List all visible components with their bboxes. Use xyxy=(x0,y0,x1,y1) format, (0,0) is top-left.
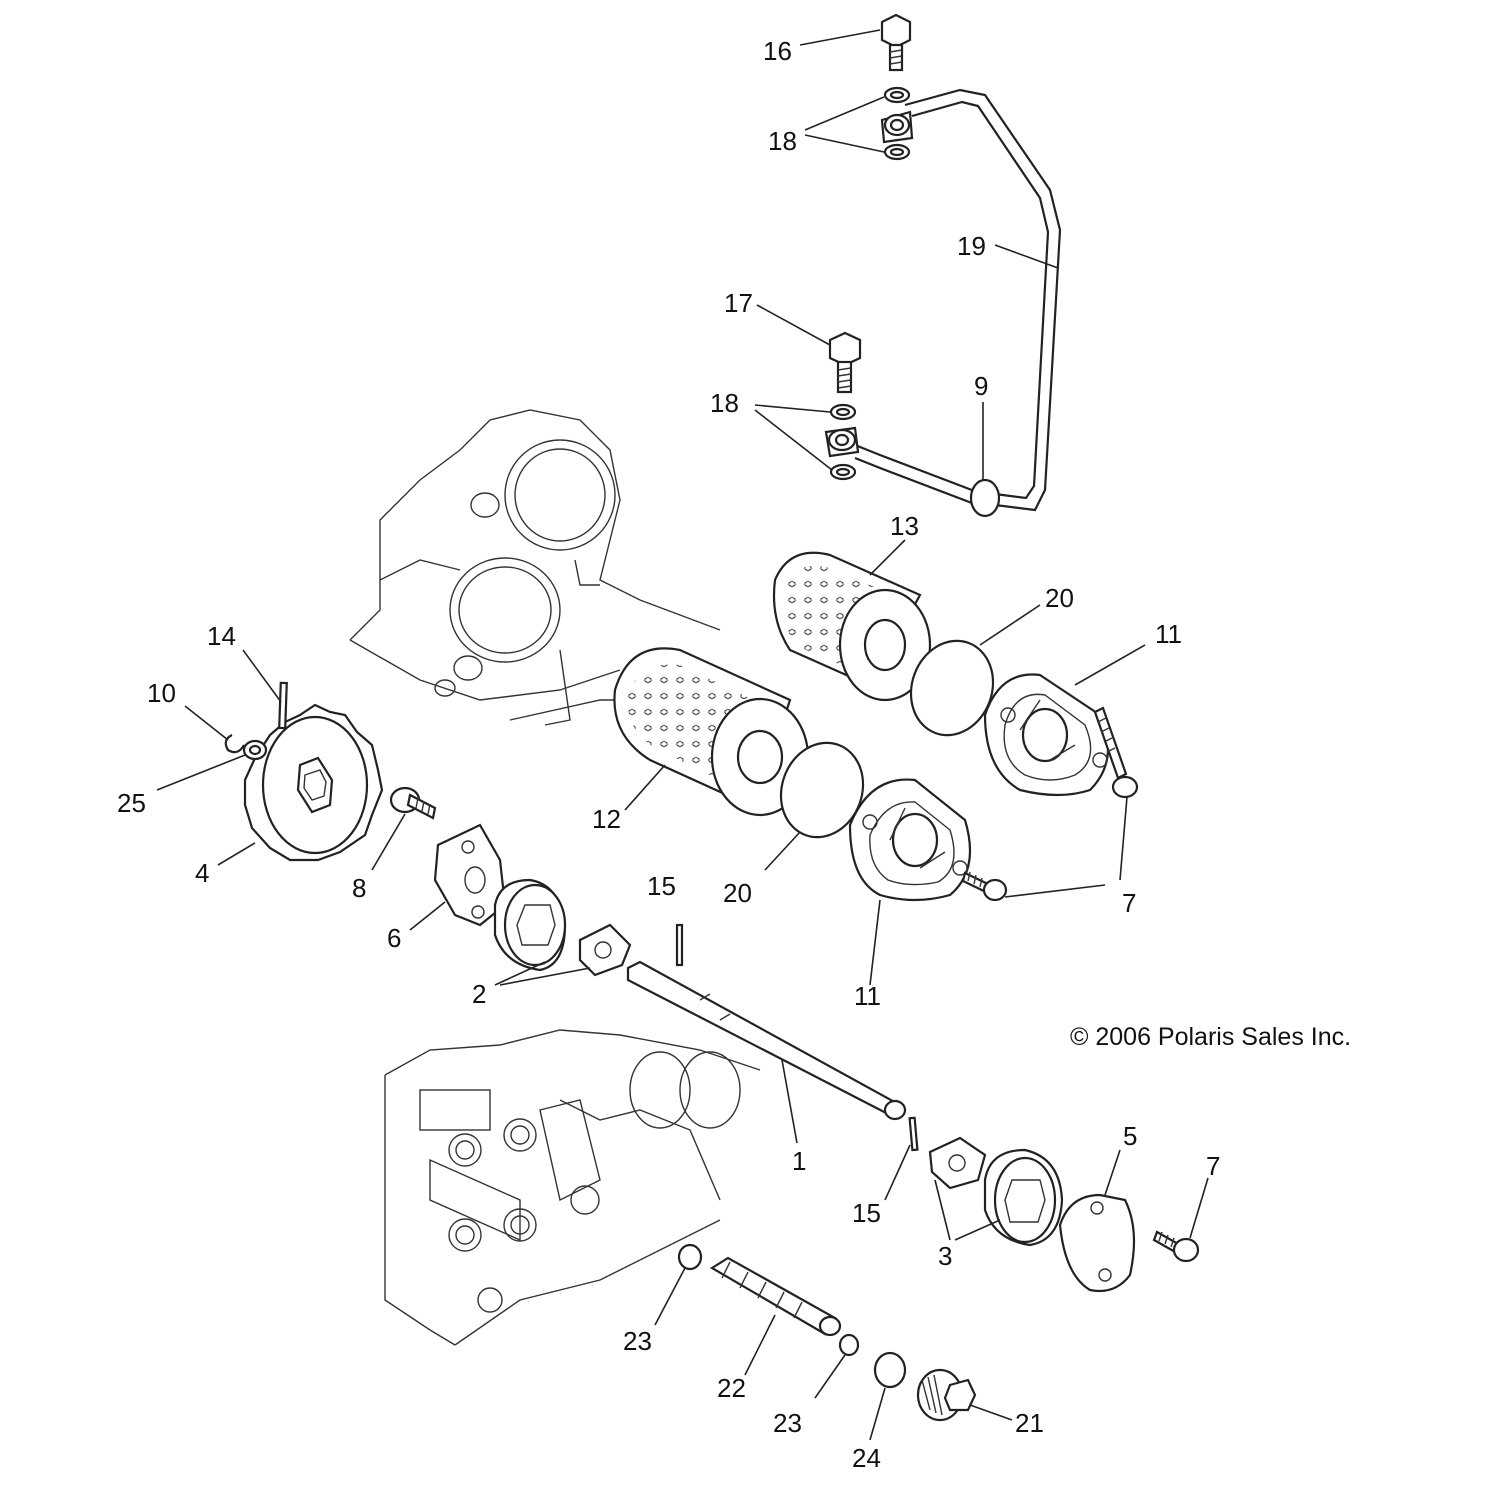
pin-15-lower xyxy=(908,1116,919,1152)
filter-cover-11-lower xyxy=(848,778,972,902)
callout-21: 21 xyxy=(1015,1408,1044,1438)
callout-7-lower: 7 xyxy=(1206,1151,1220,1181)
screw-7-upper xyxy=(1093,706,1139,799)
callout-24: 24 xyxy=(852,1443,881,1473)
pump-cover-6 xyxy=(433,823,507,927)
callout-17: 17 xyxy=(724,288,753,318)
callout-16: 16 xyxy=(763,36,792,66)
callout-12: 12 xyxy=(592,804,621,834)
banjo-bolt-17 xyxy=(828,331,862,394)
o-ring-20-lower xyxy=(779,741,865,839)
callout-18-upper: 18 xyxy=(768,126,797,156)
callout-5: 5 xyxy=(1123,1121,1137,1151)
callout-13: 13 xyxy=(890,511,919,541)
upper-engine-case xyxy=(349,409,721,726)
callout-1: 1 xyxy=(792,1146,806,1176)
callout-15-lower: 15 xyxy=(852,1198,881,1228)
drain-plug-21 xyxy=(916,1368,977,1422)
callout-6: 6 xyxy=(387,923,401,953)
callout-11-lower: 11 xyxy=(854,981,881,1011)
snap-ring-10 xyxy=(224,734,245,754)
pin-14 xyxy=(278,681,288,730)
lower-engine-case xyxy=(384,1029,761,1346)
callout-11-upper: 11 xyxy=(1155,619,1182,649)
screw-7-middle xyxy=(961,871,1008,902)
callout-20-lower: 20 xyxy=(723,878,752,908)
callout-18-lower: 18 xyxy=(710,388,739,418)
o-ring-24 xyxy=(873,1351,907,1389)
callout-10: 10 xyxy=(147,678,176,708)
lower-banjo-fitting xyxy=(824,403,860,481)
line-fitting-9 xyxy=(969,478,1001,518)
callout-labels: 16 18 19 17 18 9 13 20 11 14 10 25 12 4 … xyxy=(117,36,1351,1473)
leader-lines xyxy=(156,29,1209,1441)
screw-7-lower xyxy=(1152,1230,1200,1263)
oil-line xyxy=(854,88,1062,518)
banjo-bolt-16 xyxy=(880,13,912,72)
bolt-8 xyxy=(389,786,437,820)
pump-cover-5 xyxy=(1058,1193,1136,1293)
pin-15-upper xyxy=(675,923,684,967)
callout-9: 9 xyxy=(974,371,988,401)
callout-3: 3 xyxy=(938,1241,952,1271)
o-ring-23-right xyxy=(838,1333,860,1357)
oil-filter-13 xyxy=(772,551,932,702)
callout-4: 4 xyxy=(195,858,209,888)
callout-23-right: 23 xyxy=(773,1408,802,1438)
callout-22: 22 xyxy=(717,1373,746,1403)
callout-2: 2 xyxy=(472,979,486,1009)
callout-25: 25 xyxy=(117,788,146,818)
rotor-set-2 xyxy=(493,878,632,977)
callout-8: 8 xyxy=(352,873,366,903)
copyright-notice: © 2006 Polaris Sales Inc. xyxy=(1070,1023,1351,1051)
callout-7-upper: 7 xyxy=(1122,888,1136,918)
pump-gear-4 xyxy=(243,703,384,862)
rotor-set-3 xyxy=(928,1136,1064,1247)
upper-banjo-fitting xyxy=(880,86,914,161)
o-ring-23-left xyxy=(677,1243,703,1271)
callout-19: 19 xyxy=(957,231,986,261)
callout-23-left: 23 xyxy=(623,1326,652,1356)
strainer-22 xyxy=(709,1256,842,1337)
callout-20-upper: 20 xyxy=(1045,583,1074,613)
washer-25 xyxy=(242,739,268,761)
callout-14: 14 xyxy=(207,621,236,651)
callout-15-upper: 15 xyxy=(647,871,676,901)
filter-cover-11-upper xyxy=(983,673,1110,797)
oil-filter-12 xyxy=(613,647,810,817)
pump-shaft-1 xyxy=(626,960,907,1121)
